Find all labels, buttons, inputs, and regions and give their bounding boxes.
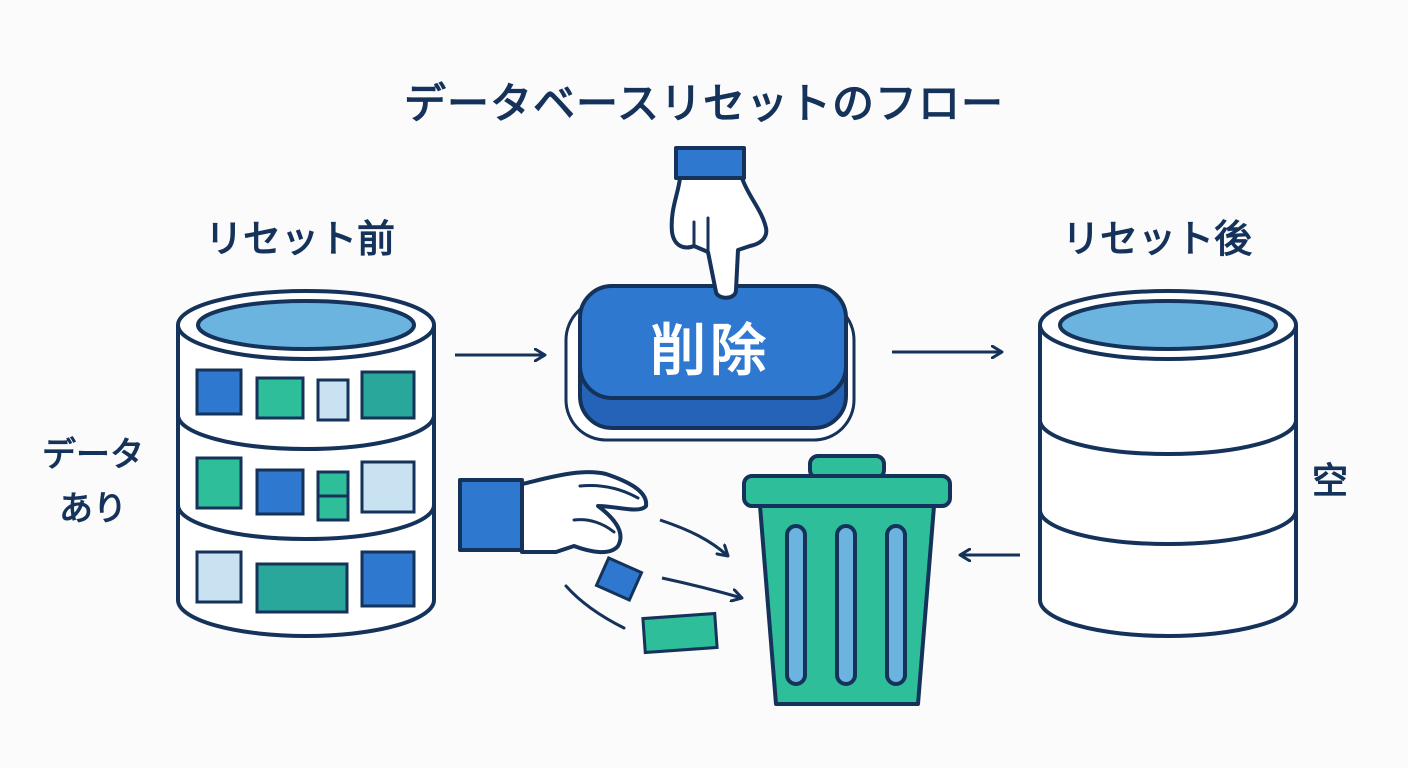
has-data-label-line1: データ	[42, 435, 144, 475]
has-data-label: データ あり	[42, 428, 144, 536]
trash-can-icon	[742, 454, 952, 706]
delete-button-label: 削除	[650, 319, 770, 384]
motion-arrow	[659, 518, 728, 556]
after-reset-label: リセット後	[1062, 217, 1253, 261]
database-empty-icon	[1038, 289, 1298, 638]
falling-data-block	[641, 611, 719, 655]
diagram-title: データベースリセットのフロー	[404, 79, 1004, 128]
tossing-hand-icon	[458, 470, 649, 554]
falling-data-block	[594, 555, 644, 603]
before-reset-label: リセット前	[205, 217, 396, 261]
motion-arrow	[661, 576, 742, 598]
delete-button	[564, 284, 856, 442]
has-data-label-line2: あり	[59, 489, 127, 529]
pointing-hand-icon	[669, 146, 769, 300]
empty-label: 空	[1312, 461, 1349, 502]
motion-line	[564, 584, 626, 630]
database-full-icon	[176, 289, 436, 638]
